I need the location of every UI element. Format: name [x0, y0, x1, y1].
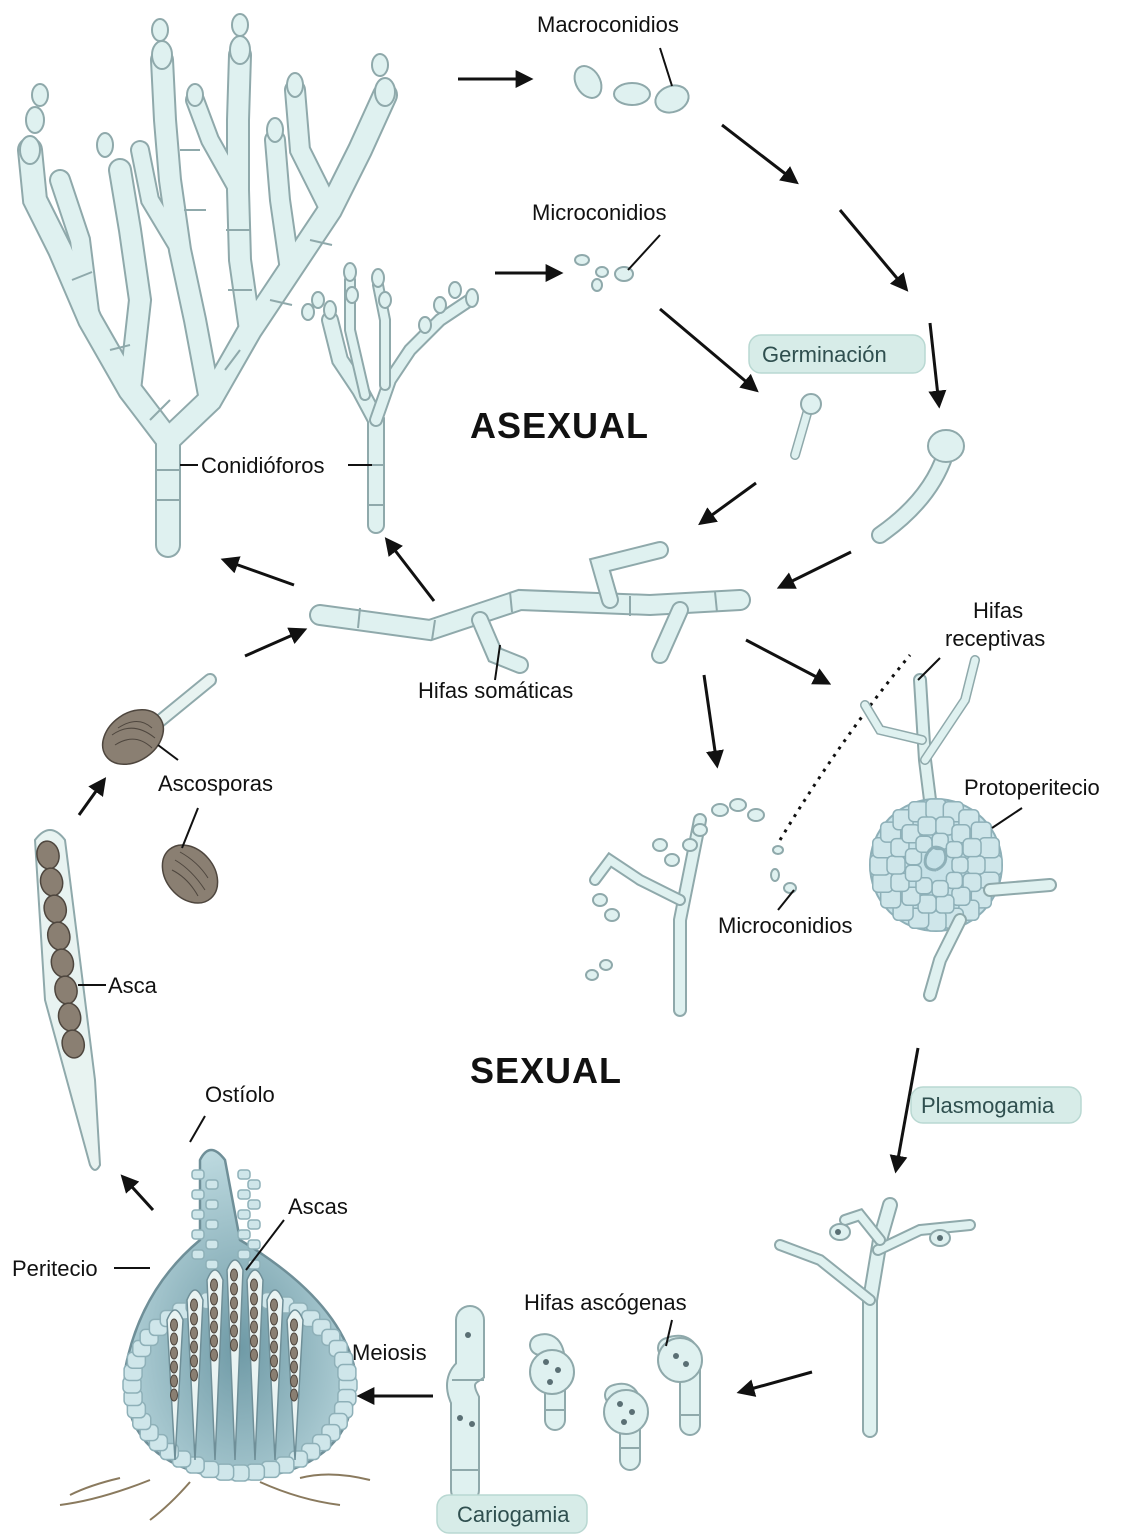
label-hifas-ascogenas: Hifas ascógenas	[524, 1290, 687, 1315]
sexual-phase-title: SEXUAL	[470, 1050, 622, 1091]
ascogenous-hyphae-illustration	[530, 1338, 702, 1460]
small-conidiophore-illustration	[302, 263, 478, 525]
label-microconidios-top: Microconidios	[532, 200, 667, 225]
stage-germinacion-label: Germinación	[762, 342, 887, 367]
label-ascosporas: Ascosporas	[158, 771, 273, 796]
label-microconidios-bottom: Microconidios	[718, 913, 853, 938]
ascus-illustration	[35, 830, 100, 1170]
label-hifas-somaticas: Hifas somáticas	[418, 678, 573, 703]
stage-plasmogamia-label: Plasmogamia	[921, 1093, 1055, 1118]
stage-cariogamia: Cariogamia	[437, 1495, 587, 1533]
plasmogamy-hyphae-illustration	[780, 1205, 970, 1430]
label-asca: Asca	[108, 973, 158, 998]
microconidia-top	[575, 255, 633, 291]
germinating-spores	[795, 394, 964, 535]
macroconidia	[569, 61, 692, 117]
ascospores-illustration	[92, 680, 229, 914]
stage-plasmogamia: Plasmogamia	[911, 1087, 1081, 1123]
fertilization-path	[780, 655, 910, 840]
stage-germinacion: Germinación	[749, 335, 925, 373]
somatic-hyphae-illustration	[320, 550, 740, 665]
label-hifas-receptivas-line2: receptivas	[945, 626, 1045, 651]
label-hifas-receptivas-line1: Hifas	[973, 598, 1023, 623]
karyogamy-cell-illustration	[452, 1320, 484, 1490]
label-ascas: Ascas	[288, 1194, 348, 1219]
label-ostiolo: Ostíolo	[205, 1082, 275, 1107]
label-conidioforos: Conidióforos	[201, 453, 325, 478]
label-peritecio: Peritecio	[12, 1256, 98, 1281]
asexual-phase-title: ASEXUAL	[470, 405, 649, 446]
label-protoperitecio: Protoperitecio	[964, 775, 1100, 800]
protoperithecium-illustration	[865, 660, 1050, 995]
stage-cariogamia-label: Cariogamia	[457, 1502, 570, 1527]
label-macroconidios: Macroconidios	[537, 12, 679, 37]
label-meiosis: Meiosis	[352, 1340, 427, 1365]
